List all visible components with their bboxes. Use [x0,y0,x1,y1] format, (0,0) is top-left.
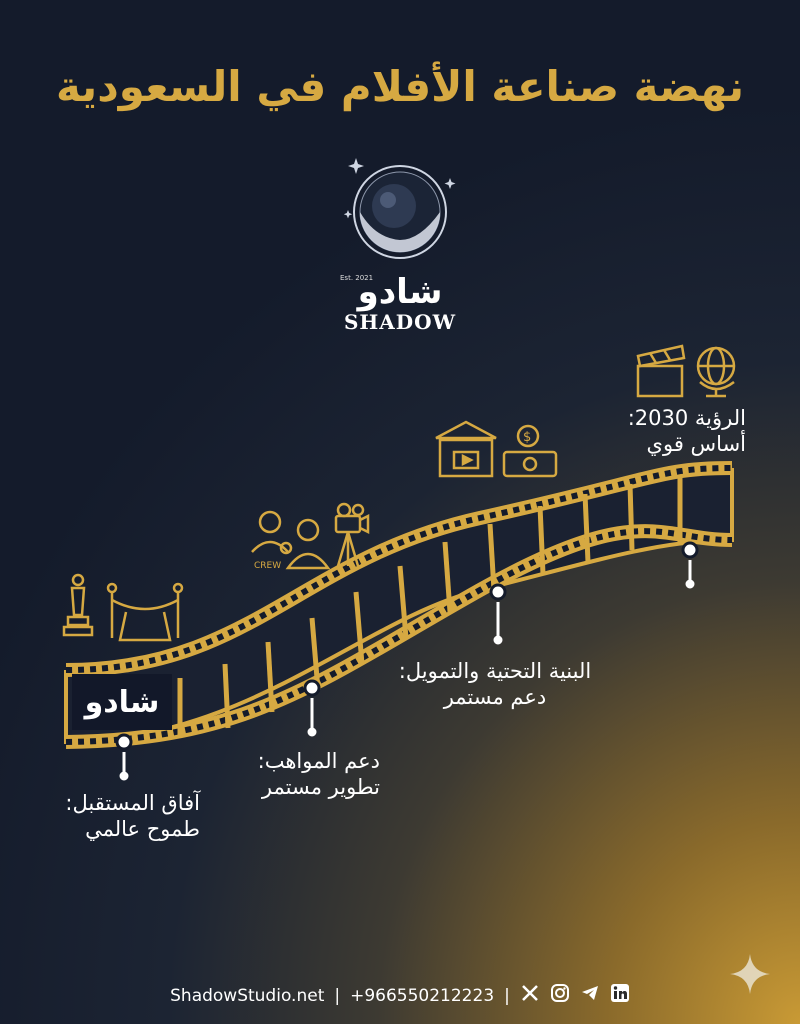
milestone-vision: الرؤية 2030: أساس قوي [610,405,746,457]
shadow-logo: Est. 2021 شادو SHADOW [330,150,470,340]
crew-text: CREW [254,561,281,571]
globe-icon [696,346,736,398]
milestone-vision-subtitle: أساس قوي [646,432,746,456]
cinema-building-icon [435,420,497,478]
linkedin-icon[interactable] [610,983,630,1008]
milestone-talent: دعم المواهب: تطوير مستمر [220,748,380,800]
social-links [520,983,630,1008]
milestone-future: آفاق المستقبل: طموح عالمي [40,790,200,842]
milestone-talent-title: دعم المواهب: [257,749,380,773]
svg-text:$: $ [523,430,531,445]
logo-globe-icon [343,158,456,259]
milestone-markers [115,541,699,781]
x-icon[interactable] [520,983,540,1008]
milestone-infrastructure-subtitle: دعم مستمر [443,685,547,709]
website-link[interactable]: ShadowStudio.net [170,985,325,1006]
footer-separator: | [504,985,510,1006]
milestone-future-subtitle: طموح عالمي [85,817,200,841]
sparkle-icon [730,954,770,994]
actor-icon [285,518,331,570]
telegram-icon[interactable] [580,983,600,1008]
footer-separator: | [334,985,341,1006]
instagram-icon[interactable] [550,983,570,1008]
footer: ShadowStudio.net | +966550212223 | [0,983,800,1008]
page-title: نهضة صناعة الأفلام في السعودية [55,62,745,111]
film-frame-dividers [177,476,683,736]
crew-icon [251,510,293,555]
milestone-future-title: آفاق المستقبل: [65,791,200,815]
movie-camera-icon [334,502,370,567]
film-top-perforations [65,465,733,673]
phone-number[interactable]: +966550212223 [350,985,495,1006]
film-bottom-perforations [65,528,733,745]
logo-est-text: Est. 2021 [340,274,374,282]
milestone-talent-subtitle: تطوير مستمر [261,775,380,799]
milestone-infrastructure: البنية التحتية والتمويل: دعم مستمر [380,658,610,710]
red-carpet-icon [106,582,184,642]
shadow-badge: شادو [72,674,172,730]
clapperboard-icon [636,344,686,398]
milestone-vision-title: الرؤية 2030: [627,406,746,430]
logo-english-name: SHADOW [343,310,457,334]
oscar-statue-icon [62,573,94,637]
milestone-infrastructure-title: البنية التحتية والتمويل: [398,659,592,683]
money-icon: $ [502,424,558,478]
logo-arabic-name: شادو [357,272,443,312]
